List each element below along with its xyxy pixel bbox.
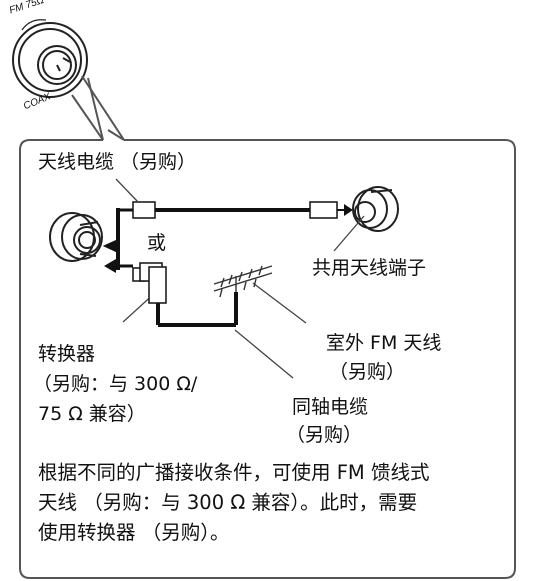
converter-icon — [104, 259, 238, 327]
outdoor-antenna-label: 室外 FM 天线 — [326, 332, 442, 354]
callout-lines — [71, 75, 125, 141]
antenna-cable-label: 天线电缆 （另购） — [38, 151, 197, 173]
coax-cable-label: 同轴电缆 — [292, 396, 369, 418]
socket-connector-lines — [102, 208, 132, 270]
description-paragraph: 根据不同的广播接收条件，可使用 FM 馈线式 天线 （另购：与 300 Ω 兼容… — [38, 458, 429, 548]
or-label: 或 — [147, 232, 167, 254]
description-line-1: 根据不同的广播接收条件，可使用 FM 馈线式 — [38, 461, 430, 484]
outdoor-fm-antenna-icon — [213, 265, 273, 298]
description-line-3: 使用转换器 （另购）。 — [38, 521, 230, 544]
common-terminal-label: 共用天线端子 — [312, 257, 427, 279]
converter-note-line2: 75 Ω 兼容） — [38, 403, 146, 425]
converter-note-line1: （另购：与 300 Ω/ — [33, 373, 198, 395]
callout-frame — [19, 139, 516, 579]
antenna-cable — [126, 201, 353, 219]
fm-coax-jack-icon — [12, 19, 88, 98]
antenna-socket-icon — [49, 212, 103, 262]
common-antenna-terminal-icon — [352, 186, 399, 232]
leader-lines — [115, 178, 365, 379]
description-line-2: 天线 （另购：与 300 Ω 兼容）。此时，需要 — [38, 491, 418, 514]
outdoor-antenna-note: （另购） — [329, 361, 406, 383]
coax-cable-note: （另购） — [286, 424, 363, 446]
converter-label: 转换器 — [38, 343, 96, 365]
